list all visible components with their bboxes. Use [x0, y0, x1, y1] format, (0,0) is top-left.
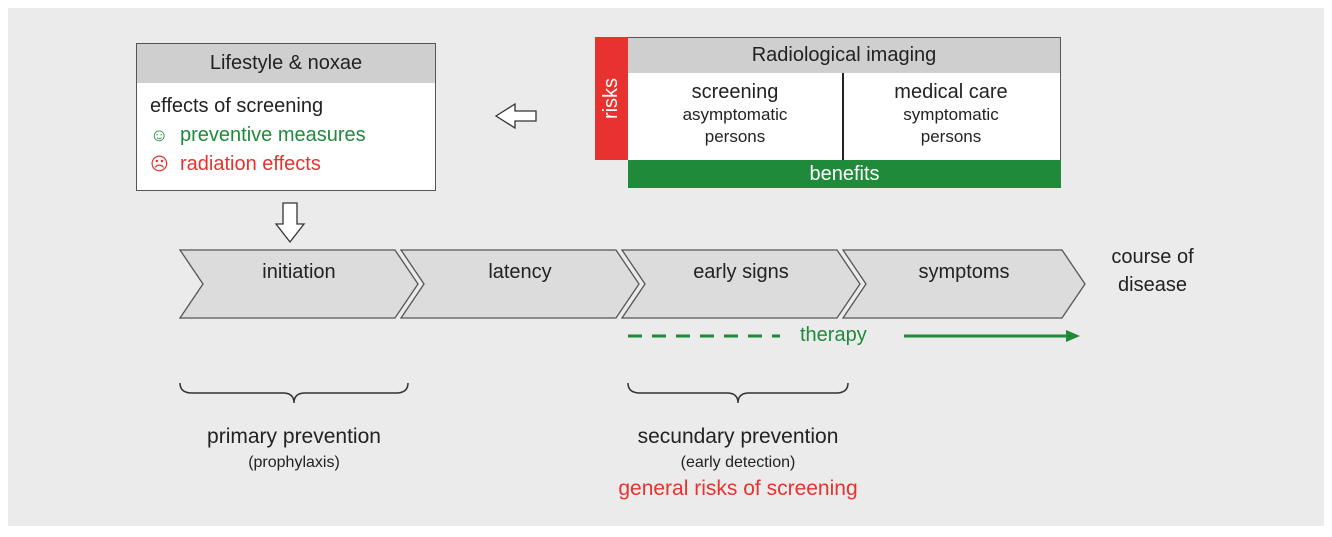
risks-bar: risks	[595, 37, 628, 160]
preventive-line: ☺ preventive measures	[150, 121, 366, 150]
frowny-icon: ☹	[150, 154, 169, 174]
primary-prevention: primary prevention (prophylaxis)	[174, 423, 414, 475]
radiology-divider	[842, 73, 844, 161]
secondary-prevention: secundary prevention (early detection) g…	[598, 423, 878, 503]
screening-sub1: asymptomatic	[682, 105, 788, 124]
secondary-prevention-title: secundary prevention	[637, 425, 839, 448]
screening-column: screening asymptomatic persons	[628, 80, 842, 148]
benefits-bar: benefits	[628, 160, 1061, 188]
lifestyle-box: Lifestyle & noxae effects of screening ☺…	[136, 43, 436, 191]
stage-chevron-initiation	[178, 249, 419, 319]
course-line-2: disease	[1118, 274, 1187, 296]
therapy-label: therapy	[800, 324, 867, 346]
primary-prevention-sub: (prophylaxis)	[248, 454, 340, 471]
screening-risks-label: general risks of screening	[618, 477, 858, 500]
smiley-icon: ☺	[150, 125, 169, 145]
stage-label-symptoms: symptoms	[918, 261, 1010, 283]
effects-heading: effects of screening	[150, 95, 324, 117]
course-of-disease-label: course of disease	[1085, 243, 1220, 299]
course-line-1: course of	[1111, 246, 1194, 268]
radiology-box: Radiological imaging screening asymptoma…	[628, 37, 1061, 161]
stage-label-initiation: initiation	[262, 261, 336, 283]
secondary-brace	[627, 382, 849, 404]
screening-sub2: persons	[704, 127, 766, 146]
left-arrow-icon	[494, 102, 537, 130]
therapy-arrowhead-icon	[1066, 330, 1080, 342]
radiation-line: ☹ radiation effects	[150, 150, 366, 179]
primary-prevention-title: primary prevention	[207, 425, 381, 448]
risks-label: risks	[600, 77, 623, 120]
medical-care-sub1: symptomatic	[903, 105, 999, 124]
radiation-label: radiation effects	[180, 153, 321, 175]
radiology-title: Radiological imaging	[628, 38, 1060, 73]
medical-care-column: medical care symptomatic persons	[844, 80, 1058, 148]
stage-chevron-early-signs	[620, 249, 861, 319]
screening-title: screening	[691, 81, 779, 103]
lifestyle-body: effects of screening ☺ preventive measure…	[150, 92, 366, 179]
preventive-label: preventive measures	[180, 124, 366, 146]
primary-brace	[179, 382, 409, 404]
stage-label-early-signs: early signs	[693, 261, 789, 283]
medical-care-sub2: persons	[920, 127, 982, 146]
medical-care-title: medical care	[894, 81, 1008, 103]
stage-chevron-symptoms	[841, 249, 1086, 319]
stage-label-latency: latency	[488, 261, 552, 283]
secondary-prevention-sub: (early detection)	[680, 454, 796, 471]
lifestyle-title: Lifestyle & noxae	[137, 44, 435, 83]
stage-chevron-latency	[399, 249, 640, 319]
down-arrow-icon	[274, 202, 306, 244]
